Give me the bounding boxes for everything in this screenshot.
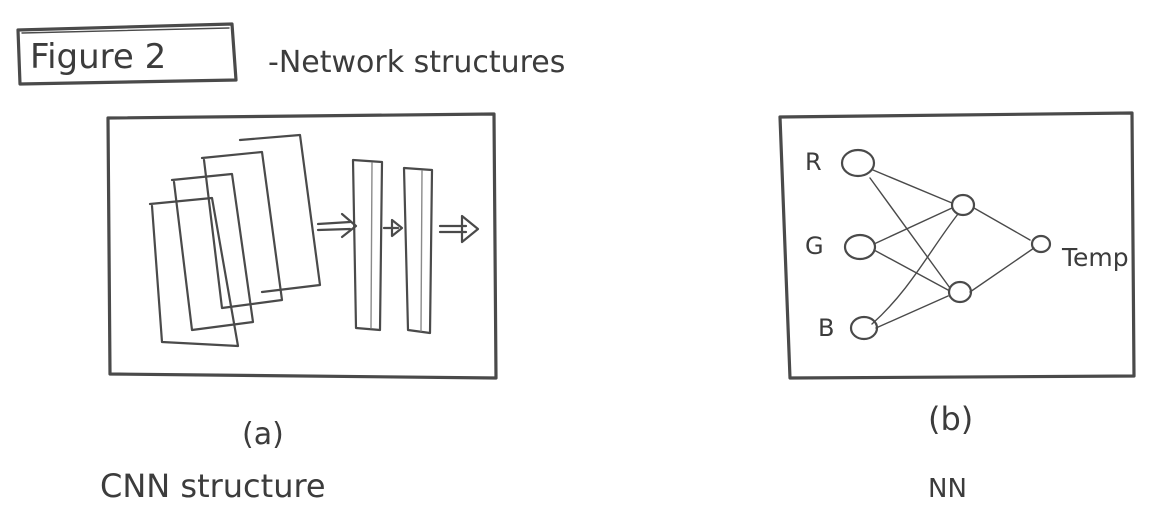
output-arrow [438,214,480,244]
panel-a-caption: (a) [242,417,284,452]
feature-map-2 [170,172,255,332]
hidden-node-2 [947,280,973,304]
panel-b-caption: (b) [928,400,973,438]
arrow-to-fc1 [316,212,358,239]
input-label-b: B [818,314,834,342]
feature-map-4 [238,133,322,294]
figure-label-box [16,22,238,86]
arrow-to-fc2 [382,218,404,238]
output-label: Temp [1061,243,1129,272]
figure-header: Figure 2 -Network structures [16,22,565,86]
feature-map-1 [148,196,240,348]
figure-title: -Network structures [268,45,565,80]
panel-a-frame [106,112,498,380]
input-label-r: R [805,148,822,176]
fc-layer-1 [351,158,384,332]
feature-map-stack [148,133,322,348]
nn-edges [869,169,1035,329]
feature-map-3 [200,150,284,310]
panel-b: R G B Temp (b) NN [778,111,1136,504]
panel-b-frame [778,111,1136,380]
output-node [1030,234,1052,254]
panel-a-name: CNN structure [100,467,326,505]
input-node-r [840,148,876,178]
input-label-g: G [805,232,824,260]
fc-layer-2 [402,166,434,335]
panel-b-name: NN [928,474,967,504]
panel-a: (a) CNN structure [100,112,498,505]
hidden-node-1 [950,193,976,217]
figure-label: Figure 2 [30,37,166,77]
input-node-g [843,233,877,261]
input-node-b [849,315,879,341]
